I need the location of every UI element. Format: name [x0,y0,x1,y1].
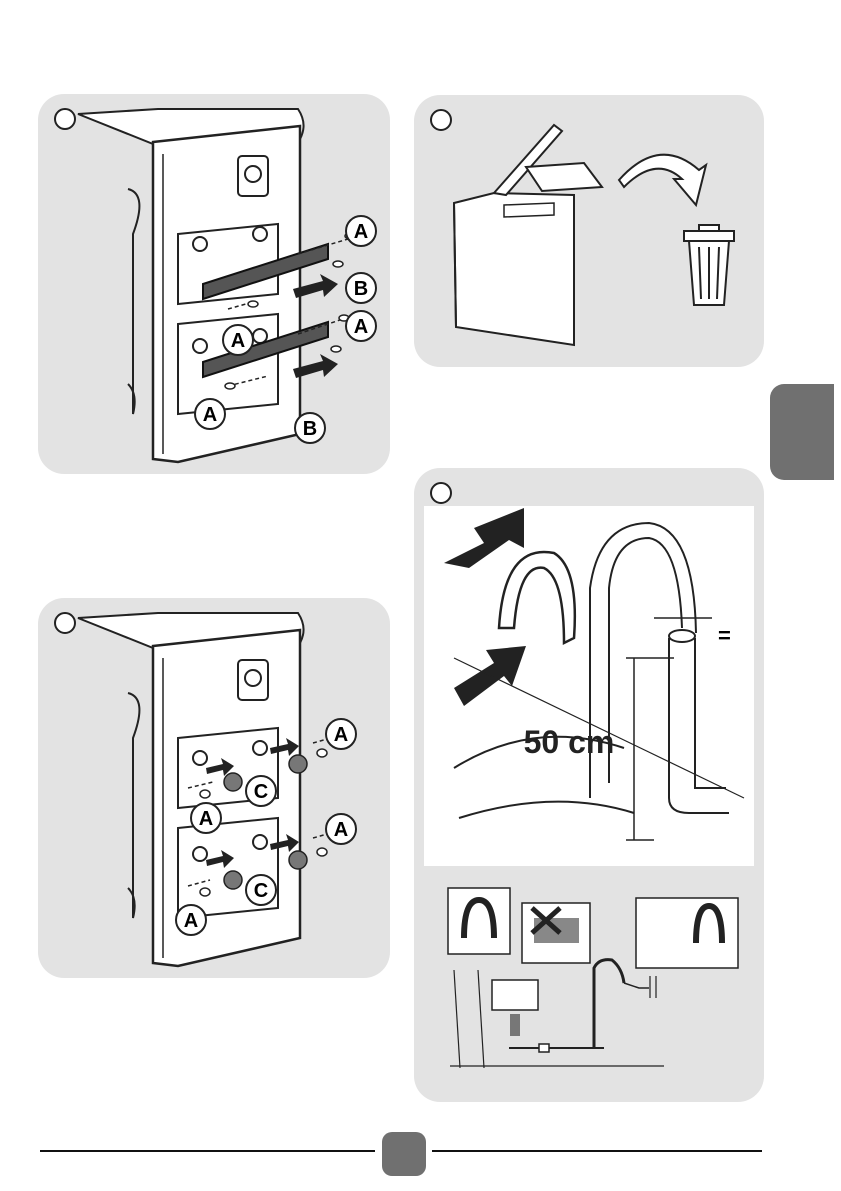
installation-options-diagram [448,888,738,1068]
label-a: A [334,819,348,841]
hose-height-measurement: 50 cm [524,724,615,760]
label-c: C [254,781,268,803]
fit-caps-illustration: A A C A C A [38,598,390,978]
drain-hose-illustration: = 50 cm [414,468,764,1102]
label-a: A [203,404,217,426]
label-a: A [199,808,213,830]
label-c: C [254,880,268,902]
step-4-panel: = 50 cm [414,468,764,1102]
trash-bin-icon [684,225,734,305]
step-2-panel [414,95,764,367]
discard-packaging-illustration [414,95,764,367]
step-1-panel: A B A A A B [38,94,390,474]
curved-arrow-icon [619,155,706,205]
section-tab [770,384,834,480]
page-number-badge [382,1132,426,1176]
label-a: A [334,724,348,746]
label-a: A [231,330,245,352]
label-b: B [354,278,368,300]
footer-rule-right [432,1150,762,1152]
label-a: A [184,910,198,932]
label-a: A [354,316,368,338]
label-a: A [354,221,368,243]
footer-rule-left [40,1150,375,1152]
equal-sign: = [718,623,731,648]
transit-bracket-removal-illustration: A B A A A B [38,94,390,474]
step-3-panel: A A C A C A [38,598,390,978]
label-b: B [303,418,317,440]
